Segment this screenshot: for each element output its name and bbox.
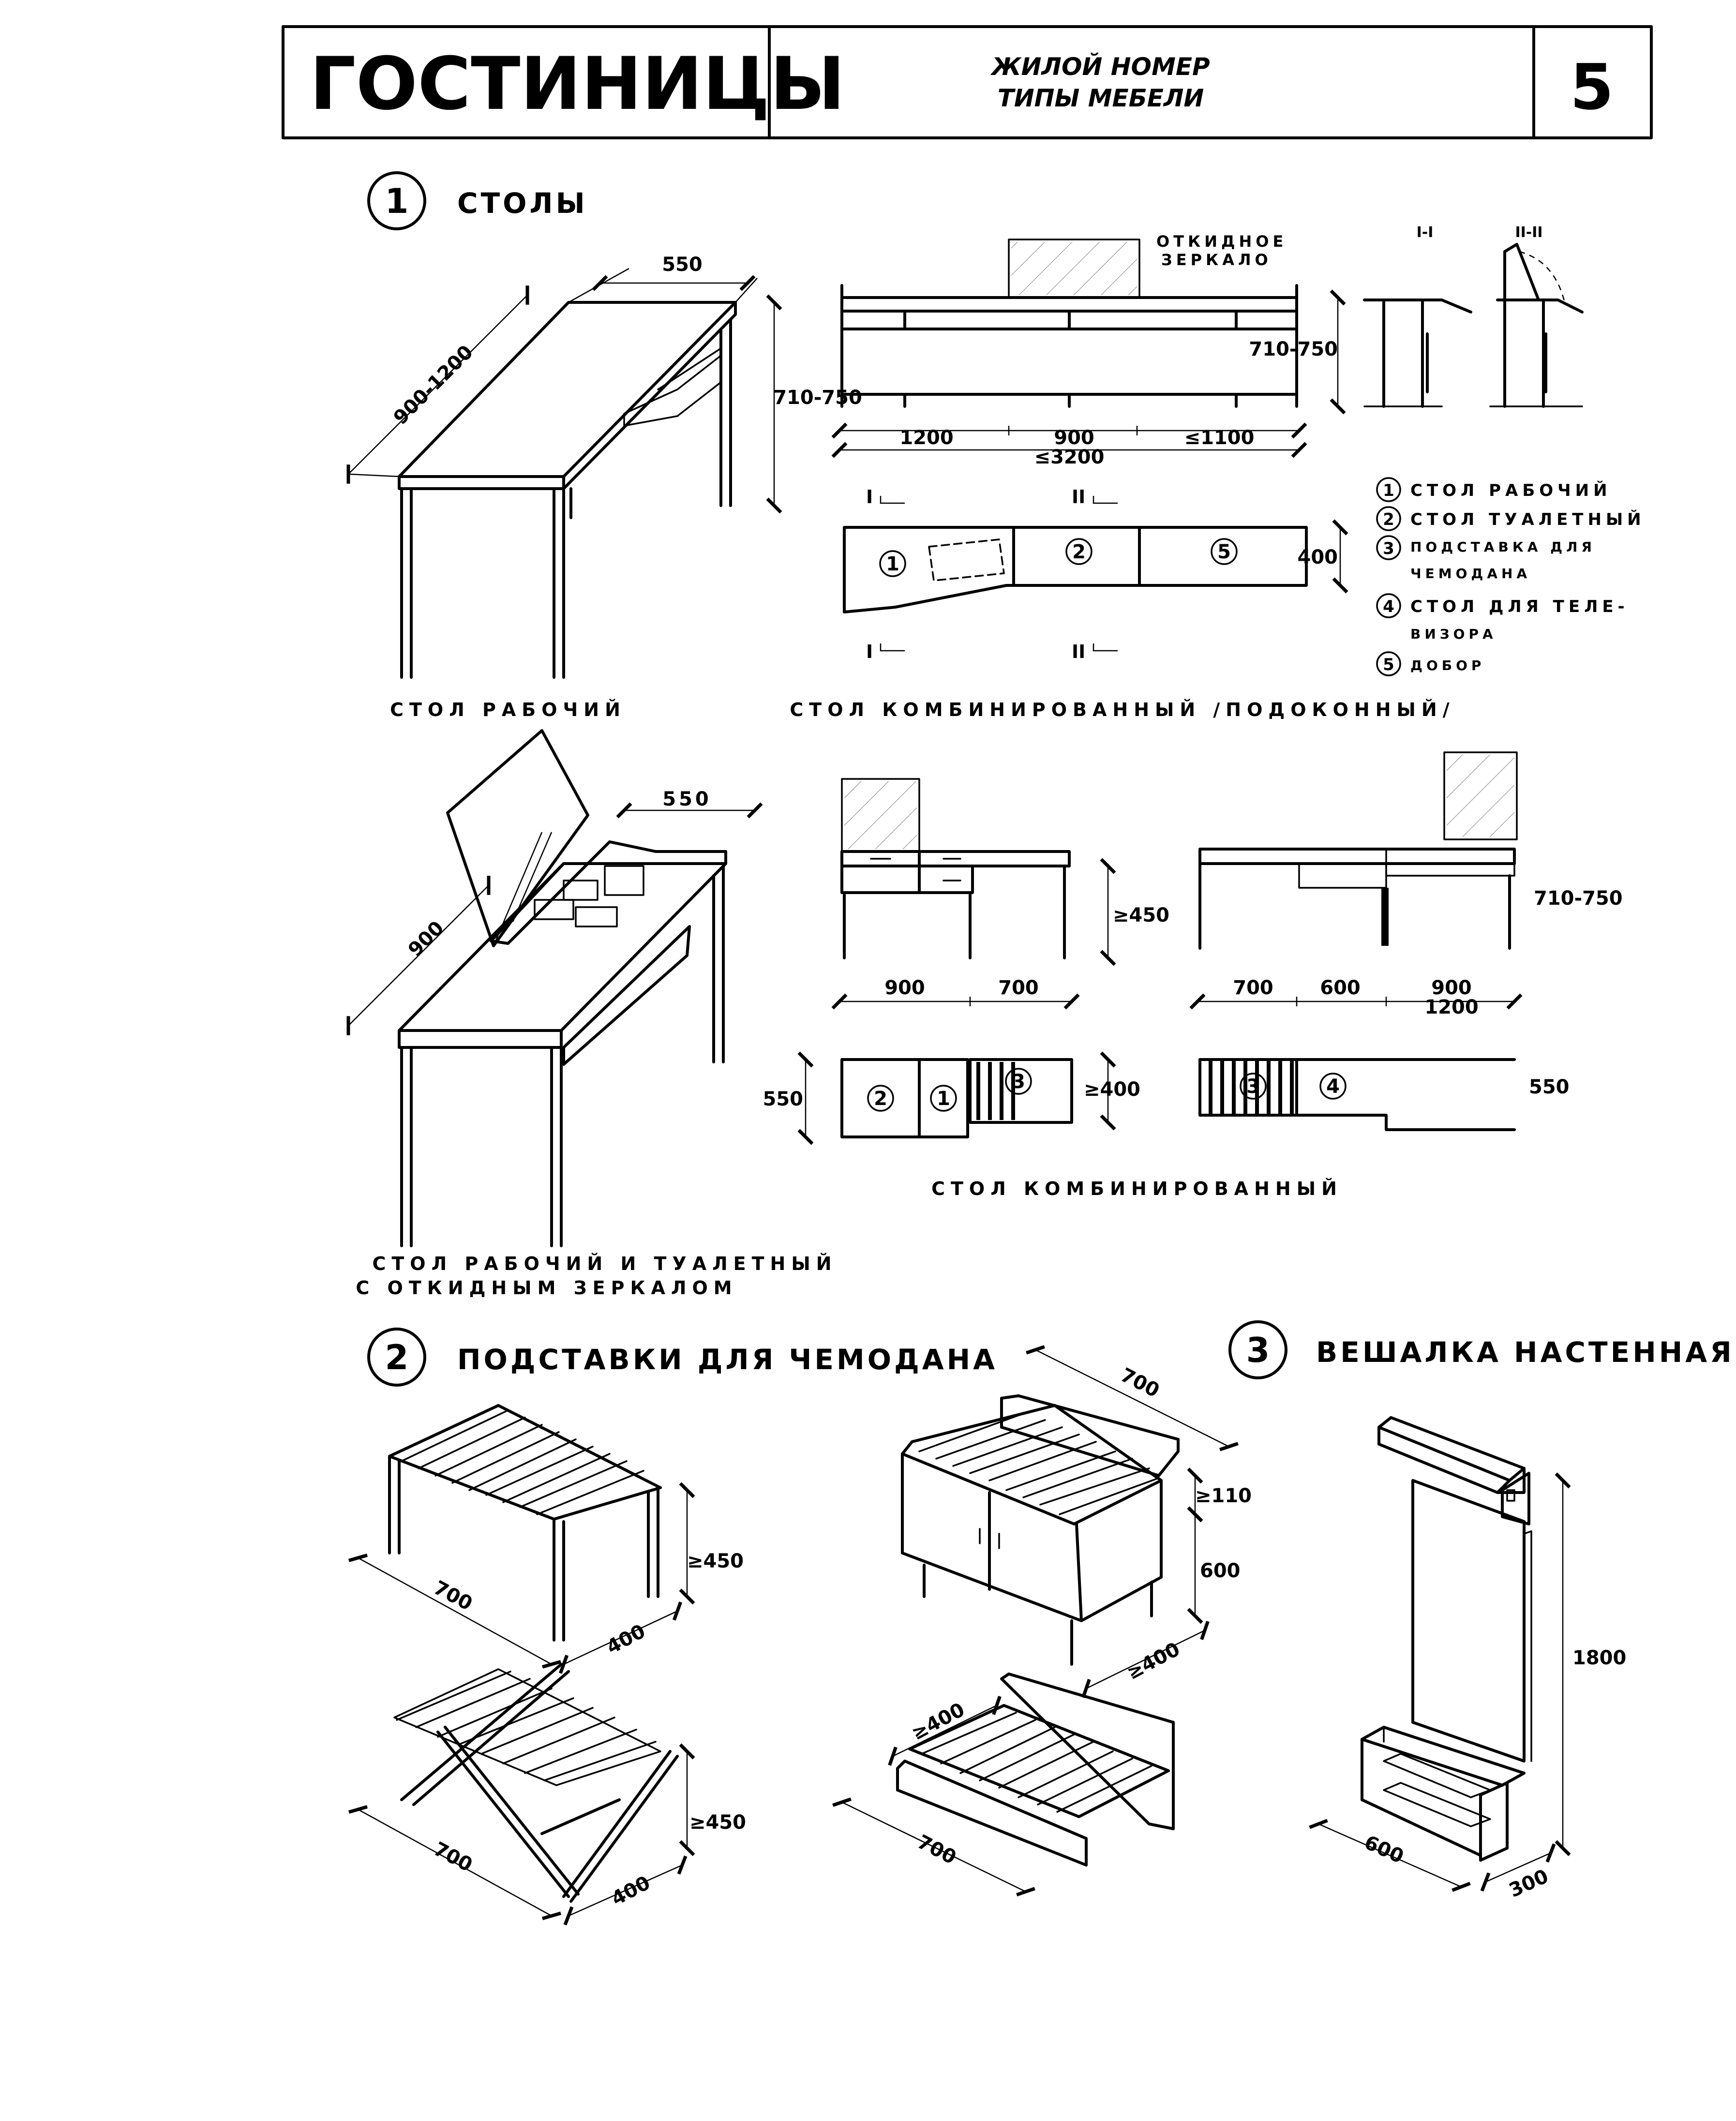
vanity-dim-length: 900 <box>404 917 449 961</box>
cabinet-width: 700 <box>1117 1364 1163 1402</box>
vanity-desk-drawing: 550 900 СТОЛ РАБОЧИЙ И ТУАЛЕТНЫЙ С ОТКИД… <box>346 729 837 1299</box>
page-number: 5 <box>1570 50 1614 124</box>
vanity-caption-2: С ОТКИДНЫМ ЗЕРКАЛОМ <box>356 1277 737 1299</box>
header-subtitle-1: ЖИЛОЙ НОМЕР <box>990 52 1210 81</box>
cut-mark-2-top: II <box>1072 486 1085 508</box>
section-number-circle <box>1228 1320 1287 1379</box>
legend-num-2: 2 <box>1383 510 1394 529</box>
window-mark-1: 1 <box>886 553 899 575</box>
wall-rack-length: 700 <box>913 1831 959 1869</box>
desk-dim-height: 710-750 <box>773 387 862 409</box>
window-dim-depth: 400 <box>1298 546 1338 568</box>
combined-dim-w1: 900 <box>884 977 925 999</box>
luggage-rack-a: ≥450 700 400 <box>348 1404 744 1674</box>
combined-dim-right-w3a: 900 <box>1431 977 1472 999</box>
combined-dim-height: ≥450 <box>1113 904 1169 926</box>
combined-desk-caption: СТОЛ КОМБИНИРОВАННЫЙ <box>931 1178 1343 1199</box>
combined-dim-right-w1: 700 <box>1233 977 1273 999</box>
window-mark-5: 5 <box>1217 541 1231 563</box>
window-desk-drawing: ОТКИДНОЕ ЗЕРКАЛО 710-750 1200 900 ≤1100 … <box>790 224 1584 720</box>
legend-item-3: ПОДСТАВКА ДЛЯ <box>1410 539 1596 555</box>
legend-item-2: СТОЛ ТУАЛЕТНЫЙ <box>1410 509 1646 529</box>
section-title: СТОЛЫ <box>457 187 588 220</box>
rack-b-height: ≥450 <box>689 1811 746 1834</box>
hanger-height: 1800 <box>1572 1647 1626 1669</box>
luggage-cabinet: 700 ≥110 600 ≥400 <box>901 1345 1252 1698</box>
window-dim-seg-2: 900 <box>1054 427 1094 449</box>
combined-mark-3: 3 <box>1012 1071 1025 1093</box>
wall-hanger: 1800 600 300 <box>1309 1416 1626 1902</box>
section-3-heading: 3 ВЕШАЛКА НАСТЕННАЯ <box>1228 1320 1735 1379</box>
combined-dim-right-depth: 550 <box>1529 1076 1570 1098</box>
window-desk-caption: СТОЛ КОМБИНИРОВАННЫЙ /ПОДОКОННЫЙ/ <box>790 699 1455 720</box>
window-dim-seg-1: 1200 <box>899 427 953 449</box>
combined-dim-plan-shelf: ≥400 <box>1084 1078 1140 1101</box>
hanger-width: 600 <box>1361 1831 1407 1868</box>
hanger-depth: 300 <box>1506 1865 1552 1902</box>
combined-dim-plan-depth: 550 <box>763 1088 804 1110</box>
cut-mark-1-bottom: I <box>866 641 873 662</box>
mirror-label-1: ОТКИДНОЕ <box>1156 232 1287 251</box>
combined-mark-right-4: 4 <box>1326 1075 1340 1098</box>
window-dim-total: ≤3200 <box>1034 446 1105 468</box>
cabinet-top: ≥110 <box>1195 1485 1252 1507</box>
combined-dim-right-height: 710-750 <box>1534 887 1623 910</box>
section-number: 1 <box>385 181 409 221</box>
combined-mark-1: 1 <box>937 1088 950 1110</box>
combined-dim-right-w2: 600 <box>1320 977 1361 999</box>
rack-a-depth: 400 <box>603 1620 649 1659</box>
legend-item-1: СТОЛ РАБОЧИЙ <box>1410 480 1612 500</box>
desk-dim-length: 900-1200 <box>389 341 478 429</box>
combined-mark-2: 2 <box>874 1088 887 1110</box>
cabinet-depth: ≥400 <box>1123 1638 1183 1685</box>
legend-num-3: 3 <box>1383 539 1394 558</box>
section-title: ВЕШАЛКА НАСТЕННАЯ <box>1316 1336 1735 1369</box>
vanity-caption-1: СТОЛ РАБОЧИЙ И ТУАЛЕТНЫЙ <box>372 1253 837 1274</box>
legend: 1 СТОЛ РАБОЧИЙ 2 СТОЛ ТУАЛЕТНЫЙ 3 ПОДСТА… <box>1376 477 1646 676</box>
mirror-label-2: ЗЕРКАЛО <box>1161 251 1272 269</box>
header-block: ГОСТИНИЦЫ ЖИЛОЙ НОМЕР ТИПЫ МЕБЕЛИ 5 <box>282 25 1653 139</box>
legend-item-5: ДОБОР <box>1410 657 1485 673</box>
combined-desk-drawing: ≥450 900 700 2 1 3 550 ≥400 710-750 700 … <box>763 751 1623 1199</box>
cut-mark-1-top: I <box>866 486 873 508</box>
rack-a-height: ≥450 <box>687 1550 744 1572</box>
wall-luggage-rack: ≥400 700 <box>832 1673 1175 1897</box>
header-frame <box>282 25 1653 139</box>
section-number-circle <box>367 171 426 230</box>
desk-dim-depth: 550 <box>662 254 703 276</box>
legend-num-4: 4 <box>1383 597 1394 616</box>
legend-item-4b: ВИЗОРА <box>1410 626 1497 642</box>
legend-num-1: 1 <box>1383 481 1394 500</box>
header-subtitle-2: ТИПЫ МЕБЕЛИ <box>998 84 1204 112</box>
section-number: 2 <box>385 1338 409 1377</box>
desk-caption: СТОЛ РАБОЧИЙ <box>390 699 626 720</box>
luggage-rack-b: ≥450 700 400 <box>348 1663 746 1926</box>
section-label-2: II-II <box>1515 224 1542 241</box>
combined-dim-right-w3b: 1200 <box>1424 996 1478 1018</box>
section-title: ПОДСТАВКИ ДЛЯ ЧЕМОДАНА <box>457 1343 998 1376</box>
section-number: 3 <box>1246 1330 1270 1370</box>
rack-b-depth: 400 <box>608 1872 654 1911</box>
page-title: ГОСТИНИЦЫ <box>310 42 845 126</box>
window-dim-seg-3: ≤1100 <box>1184 427 1255 449</box>
combined-mark-right-3: 3 <box>1246 1075 1260 1098</box>
cabinet-height: 600 <box>1200 1560 1241 1582</box>
legend-item-3b: ЧЕМОДАНА <box>1410 566 1531 582</box>
desk-drawing: 550 900-1200 710-750 СТОЛ РАБОЧИЙ <box>346 254 862 720</box>
window-dim-height: 710-750 <box>1249 338 1338 360</box>
window-mark-2: 2 <box>1072 541 1086 563</box>
legend-num-5: 5 <box>1383 655 1394 674</box>
section-number-circle <box>367 1328 426 1387</box>
legend-item-4: СТОЛ ДЛЯ ТЕЛЕ- <box>1410 597 1629 616</box>
combined-dim-w2: 700 <box>998 977 1039 999</box>
section-label-1: I-I <box>1417 224 1434 241</box>
cut-mark-2-bottom: II <box>1072 641 1085 662</box>
section-1-heading: 1 СТОЛЫ <box>367 171 588 230</box>
vanity-dim-depth: 550 <box>662 788 712 810</box>
section-2-heading: 2 ПОДСТАВКИ ДЛЯ ЧЕМОДАНА <box>367 1328 998 1387</box>
